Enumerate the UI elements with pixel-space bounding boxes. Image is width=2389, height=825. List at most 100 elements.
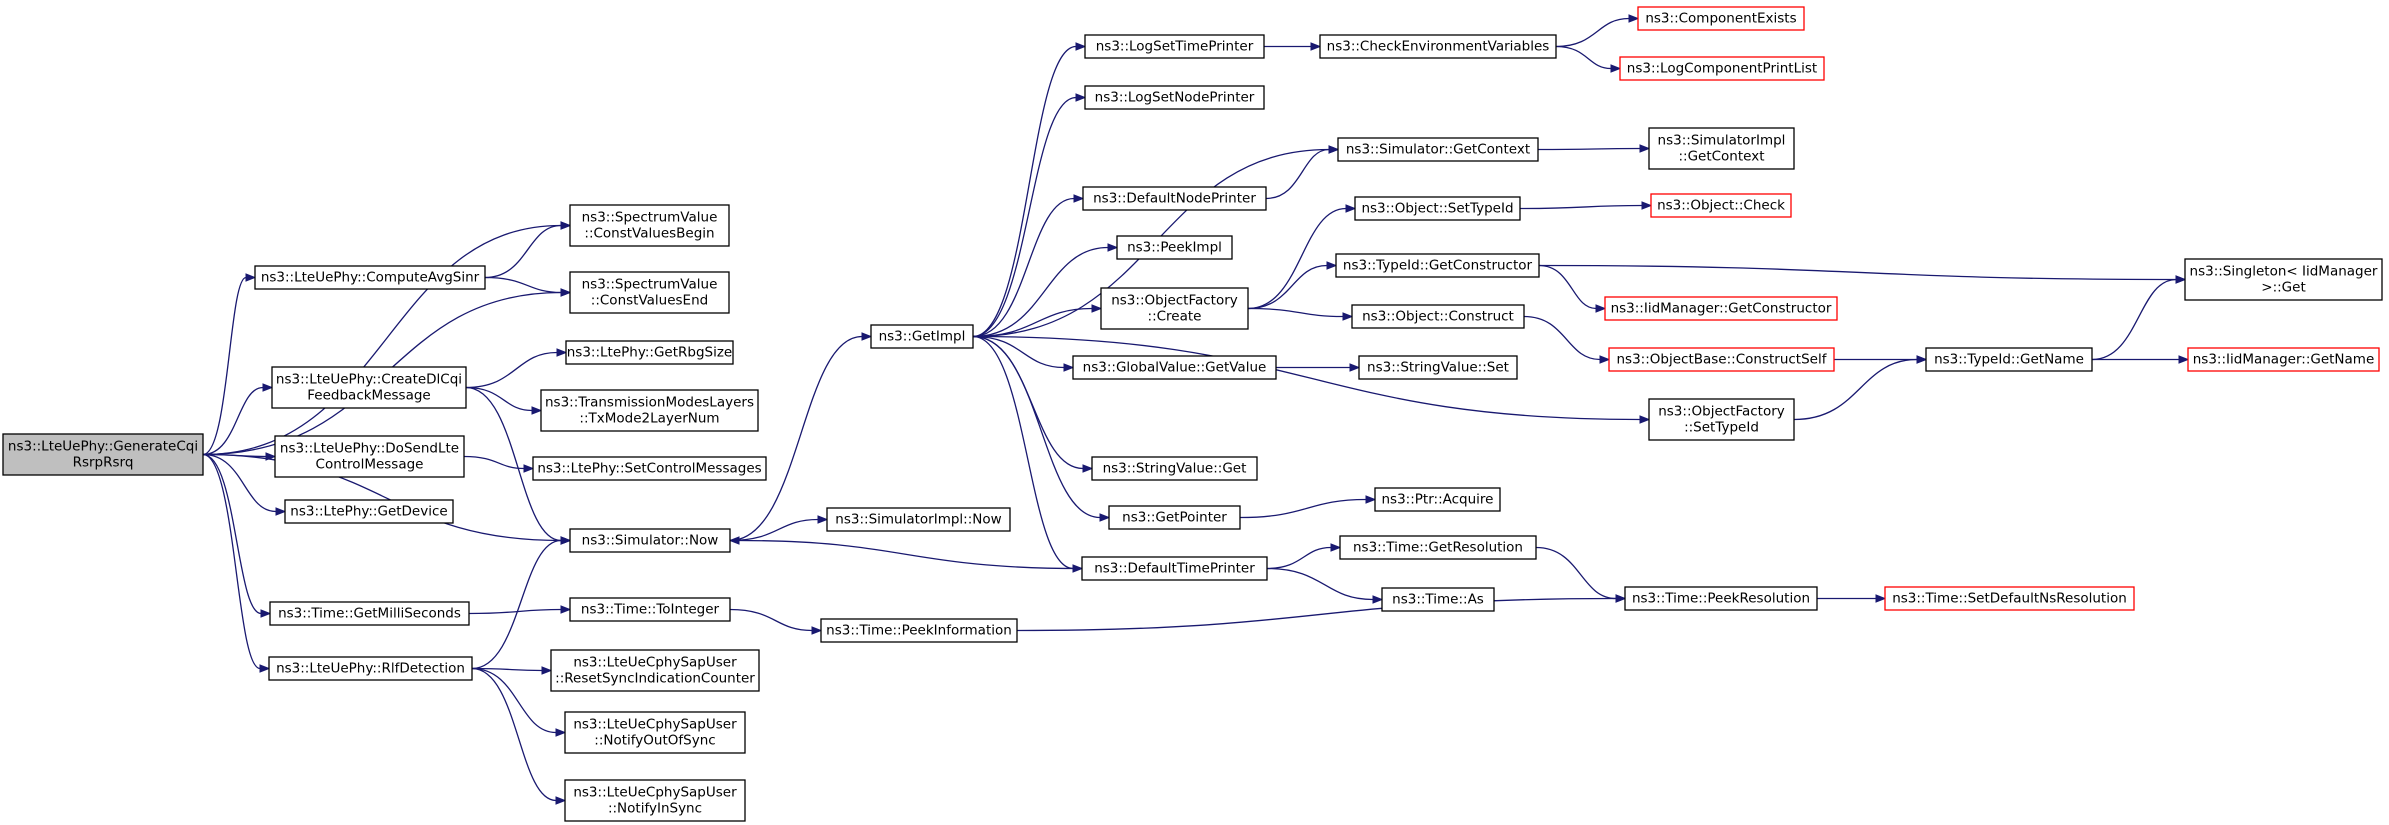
node-sv_begin[interactable]: ns3::SpectrumValue::ConstValuesBegin [569, 204, 730, 247]
node-label: ns3::Object::Construct [1362, 309, 1514, 325]
call-edge-getcontext-to-simimplgetcontext [1537, 147, 1641, 151]
node-settypeid[interactable]: ns3::Object::SetTypeId [1354, 196, 1521, 221]
node-getconstructor[interactable]: ns3::TypeId::GetConstructor [1335, 253, 1540, 278]
call-edge-getimpl-to-defaulttimeprinter [972, 335, 1074, 570]
node-label: ns3::LteUeCphySapUser [573, 717, 737, 733]
node-logsettimeprinter[interactable]: ns3::LogSetTimePrinter [1084, 34, 1265, 59]
node-iidgetname[interactable]: ns3::IidManager::GetName [2187, 347, 2380, 372]
call-edge-defaulttimeprinter-to-timeas [1266, 567, 1374, 601]
arrowhead-icon [1595, 304, 1607, 313]
node-peekimpl[interactable]: ns3::PeekImpl [1116, 235, 1233, 260]
arrowhead-icon [560, 605, 572, 614]
node-label: ns3::LtePhy::GetDevice [290, 504, 447, 520]
node-objconstruct[interactable]: ns3::Object::Construct [1351, 304, 1525, 329]
node-label: FeedbackMessage [307, 388, 430, 404]
node-computeavgsinr[interactable]: ns3::LteUePhy::ComputeAvgSinr [254, 265, 486, 290]
node-rlfdetection[interactable]: ns3::LteUePhy::RlfDetection [268, 656, 473, 681]
arrowhead-icon [541, 666, 553, 675]
node-getpointer[interactable]: ns3::GetPointer [1108, 505, 1241, 530]
call-edge-defaulttimeprinter-to-getresolution [1266, 546, 1332, 570]
node-label: ns3::Time::GetResolution [1353, 540, 1523, 556]
node-simnow[interactable]: ns3::Simulator::Now [569, 528, 731, 553]
call-edge-settypeid-to-objectcheck [1519, 204, 1643, 210]
call-edge-dosendlte-to-setcontrolmsgs [463, 455, 525, 470]
node-timeas[interactable]: ns3::Time::As [1381, 587, 1495, 612]
node-logsetnodeprinter[interactable]: ns3::LogSetNodePrinter [1084, 85, 1265, 110]
node-peekinfo[interactable]: ns3::Time::PeekInformation [820, 618, 1018, 643]
call-edge-getimpl-to-defaultnodeprinter [972, 197, 1075, 338]
node-resetsync[interactable]: ns3::LteUeCphySapUser::ResetSyncIndicati… [550, 649, 760, 692]
node-objfactorycreate[interactable]: ns3::ObjectFactory::Create [1100, 287, 1249, 330]
node-simimplnow[interactable]: ns3::SimulatorImpl::Now [826, 507, 1011, 532]
arrowhead-icon [560, 221, 572, 230]
call-edge-getresolution-to-peekresolution [1535, 546, 1617, 600]
node-typeidgetname[interactable]: ns3::TypeId::GetName [1925, 347, 2093, 372]
node-logcomponentprint[interactable]: ns3::LogComponentPrintList [1619, 56, 1825, 81]
node-stringvalueget[interactable]: ns3::StringValue::Get [1091, 456, 1258, 481]
node-getcontext[interactable]: ns3::Simulator::GetContext [1337, 137, 1539, 162]
node-label: ns3::TransmissionModesLayers [545, 395, 754, 411]
call-edge-peekinfo-to-peekresolution [1016, 597, 1617, 632]
call-edge-simnow-to-getimpl [729, 335, 863, 542]
node-defaultnodeprinter[interactable]: ns3::DefaultNodePrinter [1082, 186, 1267, 211]
node-box [870, 324, 974, 349]
node-label: ::SetTypeId [1684, 420, 1759, 436]
node-box [1116, 235, 1233, 260]
node-box [1081, 556, 1268, 581]
node-label: ::ConstValuesEnd [591, 293, 708, 309]
node-label: ::NotifyOutOfSync [594, 733, 715, 749]
node-getrbgsize[interactable]: ns3::LtePhy::GetRbgSize [565, 340, 734, 365]
node-defaulttimeprinter[interactable]: ns3::DefaultTimePrinter [1081, 556, 1268, 581]
arrowhead-icon [1628, 14, 1640, 23]
node-notifyoutofsync[interactable]: ns3::LteUeCphySapUser::NotifyOutOfSync [564, 711, 746, 754]
node-setdefaultns[interactable]: ns3::Time::SetDefaultNsResolution [1884, 586, 2135, 611]
arrowhead-icon [1349, 363, 1361, 372]
node-box [1082, 186, 1267, 211]
arrowhead-icon [523, 464, 535, 473]
node-label: ::ConstValuesBegin [584, 226, 714, 242]
arrowhead-icon [556, 348, 568, 357]
node-iidgetconstructor[interactable]: ns3::IidManager::GetConstructor [1604, 296, 1838, 321]
node-getresolution[interactable]: ns3::Time::GetResolution [1339, 535, 1537, 560]
node-constructself[interactable]: ns3::ObjectBase::ConstructSelf [1608, 347, 1835, 372]
node-getmillis[interactable]: ns3::Time::GetMilliSeconds [269, 601, 470, 626]
node-box [540, 389, 759, 432]
arrowhead-icon [1075, 93, 1087, 102]
node-label: ::GetContext [1678, 149, 1764, 165]
node-componentexists[interactable]: ns3::ComponentExists [1637, 6, 1805, 31]
node-notifyinsync[interactable]: ns3::LteUeCphySapUser::NotifyInSync [564, 779, 746, 822]
node-stringvalueset[interactable]: ns3::StringValue::Set [1358, 355, 1518, 380]
node-globalvalueget[interactable]: ns3::GlobalValue::GetValue [1072, 355, 1277, 380]
arrowhead-icon [1641, 201, 1653, 210]
node-singletonget[interactable]: ns3::Singleton< IidManager >::Get [2184, 258, 2383, 301]
node-box [1650, 193, 1792, 218]
arrowhead-icon [260, 609, 272, 618]
node-box [569, 528, 731, 553]
node-box [1354, 196, 1521, 221]
node-getimpl[interactable]: ns3::GetImpl [870, 324, 974, 349]
node-objfactorysettypeid[interactable]: ns3::ObjectFactory::SetTypeId [1648, 398, 1795, 441]
call-edge-root-to-sv_begin [202, 224, 562, 456]
arrowhead-icon [2175, 275, 2187, 284]
call-edge-root-to-getdevice [202, 453, 277, 513]
call-edge-rlfdetection-to-notifyoutofsync [471, 667, 557, 734]
call-edge-objfactorysettypeid-to-typeidgetname [1793, 358, 1918, 421]
node-sv_end[interactable]: ns3::SpectrumValue::ConstValuesEnd [569, 271, 730, 314]
node-txmode2layer[interactable]: ns3::TransmissionModesLayers::TxMode2Lay… [540, 389, 759, 432]
node-setcontrolmsgs[interactable]: ns3::LtePhy::SetControlMessages [532, 456, 767, 481]
node-simimplgetcontext[interactable]: ns3::SimulatorImpl::GetContext [1648, 127, 1795, 170]
call-edge-rlfdetection-to-simnow [471, 539, 562, 670]
node-label: ns3::IidManager::GetConstructor [1611, 301, 1832, 317]
node-box [1925, 347, 2093, 372]
arrowhead-icon [1330, 543, 1342, 552]
node-label: >::Get [2261, 280, 2305, 296]
node-tointeger[interactable]: ns3::Time::ToInteger [569, 597, 731, 622]
node-ptracquire[interactable]: ns3::Ptr::Acquire [1374, 487, 1501, 512]
node-checkenv[interactable]: ns3::CheckEnvironmentVariables [1319, 34, 1557, 59]
node-peekresolution[interactable]: ns3::Time::PeekResolution [1624, 586, 1818, 611]
node-createdlcqi[interactable]: ns3::LteUePhy::CreateDlCqiFeedbackMessag… [271, 366, 467, 409]
node-getdevice[interactable]: ns3::LtePhy::GetDevice [284, 499, 454, 524]
node-objectcheck[interactable]: ns3::Object::Check [1650, 193, 1792, 218]
